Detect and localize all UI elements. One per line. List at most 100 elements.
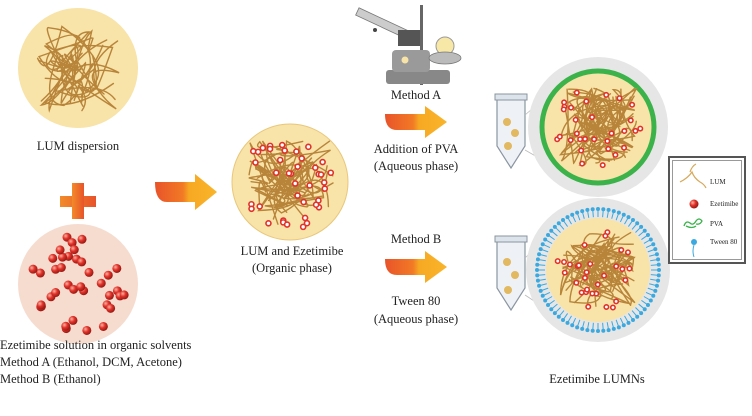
tween80-molecule (572, 215, 577, 223)
ezetimibe-particle (572, 116, 579, 123)
tween80-molecule (619, 215, 624, 223)
tween80-molecule (555, 227, 561, 233)
ezetimibe-particle (76, 282, 86, 292)
ezetimibe-particle (51, 288, 61, 298)
tween80-head (570, 212, 575, 217)
tween80-head (549, 228, 554, 233)
ezetimibe-particle (98, 321, 108, 331)
ezetimibe-particle (554, 258, 561, 265)
method-b-solvents-label: Method B (Ethanol) (0, 372, 101, 386)
ezetimibe-particle (321, 185, 329, 192)
ezetimibe-particle (579, 160, 586, 167)
tween80-molecule (627, 313, 633, 320)
lum-fiber (595, 150, 626, 164)
ezetimibe-particle (601, 272, 608, 279)
tween80-head (621, 212, 626, 217)
ezetimibe-particle (303, 219, 311, 227)
tween80-molecule (606, 210, 609, 218)
tween80-head (621, 323, 626, 328)
tween80-molecule (645, 291, 653, 296)
tween80-molecule (650, 259, 658, 262)
ezetimibe-particle (103, 270, 113, 280)
ezetimibe-particle (632, 127, 639, 134)
tween80-head (570, 323, 575, 328)
ezetimibe-particle (629, 101, 636, 108)
lum-fiber (56, 31, 91, 72)
tween80-head (580, 209, 585, 214)
ezetimibe-particle (581, 274, 588, 281)
lum-fiber (39, 44, 79, 107)
ezetimibe-particle (613, 263, 620, 270)
tween80-head (546, 233, 551, 238)
lum-fiber (74, 63, 120, 94)
tween80-molecule (538, 259, 546, 262)
tween80-molecule (631, 310, 637, 317)
tween80-head (575, 210, 580, 215)
ezetimibe-particle (626, 265, 633, 272)
tween80-molecule (581, 211, 585, 219)
tween80-head (549, 307, 554, 312)
ezetimibe-particle (573, 279, 580, 286)
tween80-head (656, 273, 661, 278)
tween80-molecule (650, 274, 658, 276)
ezetimibe-particle (583, 98, 590, 105)
tween80-molecule (563, 220, 569, 227)
tween80-molecule (545, 296, 553, 301)
lum-fiber (264, 151, 310, 196)
tween80-head (654, 283, 659, 288)
tween80-molecule (645, 244, 653, 249)
lum-fiber (567, 97, 636, 145)
tween80-head (626, 215, 631, 220)
ezetimibe-particle (285, 170, 293, 177)
tween80-head (538, 247, 543, 252)
tween80-molecule (641, 299, 648, 305)
tween80-head (595, 207, 600, 211)
tween80-head (611, 326, 616, 331)
ezetimibe-particle (56, 263, 66, 273)
tween80-head (540, 293, 545, 298)
tween80-molecule (627, 220, 633, 227)
tween80-head (606, 207, 611, 212)
lum-fiber (600, 250, 628, 281)
tween80-head (556, 221, 561, 226)
tween80-head (635, 221, 640, 226)
tween80-molecule (538, 274, 546, 276)
lum-fiber (570, 269, 630, 305)
tween80-head (656, 257, 661, 262)
tween80-molecule (647, 248, 655, 253)
tween80-head (642, 307, 647, 312)
ezetimibe-particle (278, 141, 286, 149)
tween80-head (645, 233, 650, 238)
method-a-solvents-label: Method A (Ethanol, DCM, Acetone) (0, 355, 182, 369)
tween80-molecule (650, 278, 658, 281)
ezetimibe-particle (256, 203, 264, 210)
lumn-method-a-circle (528, 57, 668, 197)
pva-polymer-icon (683, 218, 703, 229)
tween80-molecule (555, 307, 561, 313)
tween80-molecule (559, 223, 565, 230)
tween80-molecule (567, 315, 572, 323)
tween80-molecule (548, 235, 555, 241)
ezetimibe-particle (605, 145, 612, 152)
tween80-molecule (551, 231, 558, 237)
tween80-molecule (615, 213, 619, 221)
tween80-molecule (543, 291, 551, 296)
tween80-head (651, 293, 656, 298)
tween80-molecule (587, 322, 590, 330)
tween80-head (535, 278, 540, 283)
ezetimibe-sphere-icon (689, 199, 699, 209)
ezetimibe-particle (584, 286, 591, 293)
ezetimibe-particle (69, 245, 79, 255)
ezetimibe-particle (293, 148, 300, 155)
tween80-molecule (624, 217, 629, 225)
ezetimibe-particle (272, 169, 280, 177)
ezetimibe-particle (568, 104, 575, 111)
ezetimibe-particle (96, 278, 106, 288)
ezetimibe-particle (622, 277, 629, 284)
tween80-head (565, 215, 570, 220)
tween80-head (537, 252, 542, 257)
ezetimibe-particle (560, 106, 567, 113)
tween80-molecule (643, 239, 651, 244)
ezetimibe-particle (77, 234, 87, 244)
